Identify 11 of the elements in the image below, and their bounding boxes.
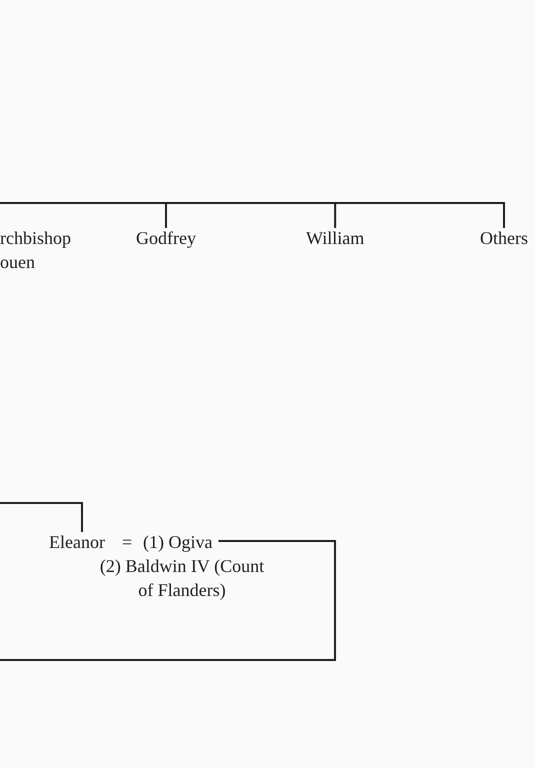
person-name: (1) Ogiva	[143, 530, 212, 554]
person-name: rchbishop ouen	[0, 226, 80, 274]
marriage-sign: =	[122, 531, 132, 554]
person-name: (2) Baldwin IV (Count of Flanders)	[96, 554, 268, 602]
person-name: Others	[480, 226, 528, 250]
descent-line	[0, 540, 336, 661]
person-name: Eleanor	[49, 530, 105, 554]
descent-line	[0, 502, 83, 532]
person-name: William	[306, 226, 364, 250]
descent-line	[0, 202, 505, 228]
person-name: Godfrey	[136, 226, 196, 250]
